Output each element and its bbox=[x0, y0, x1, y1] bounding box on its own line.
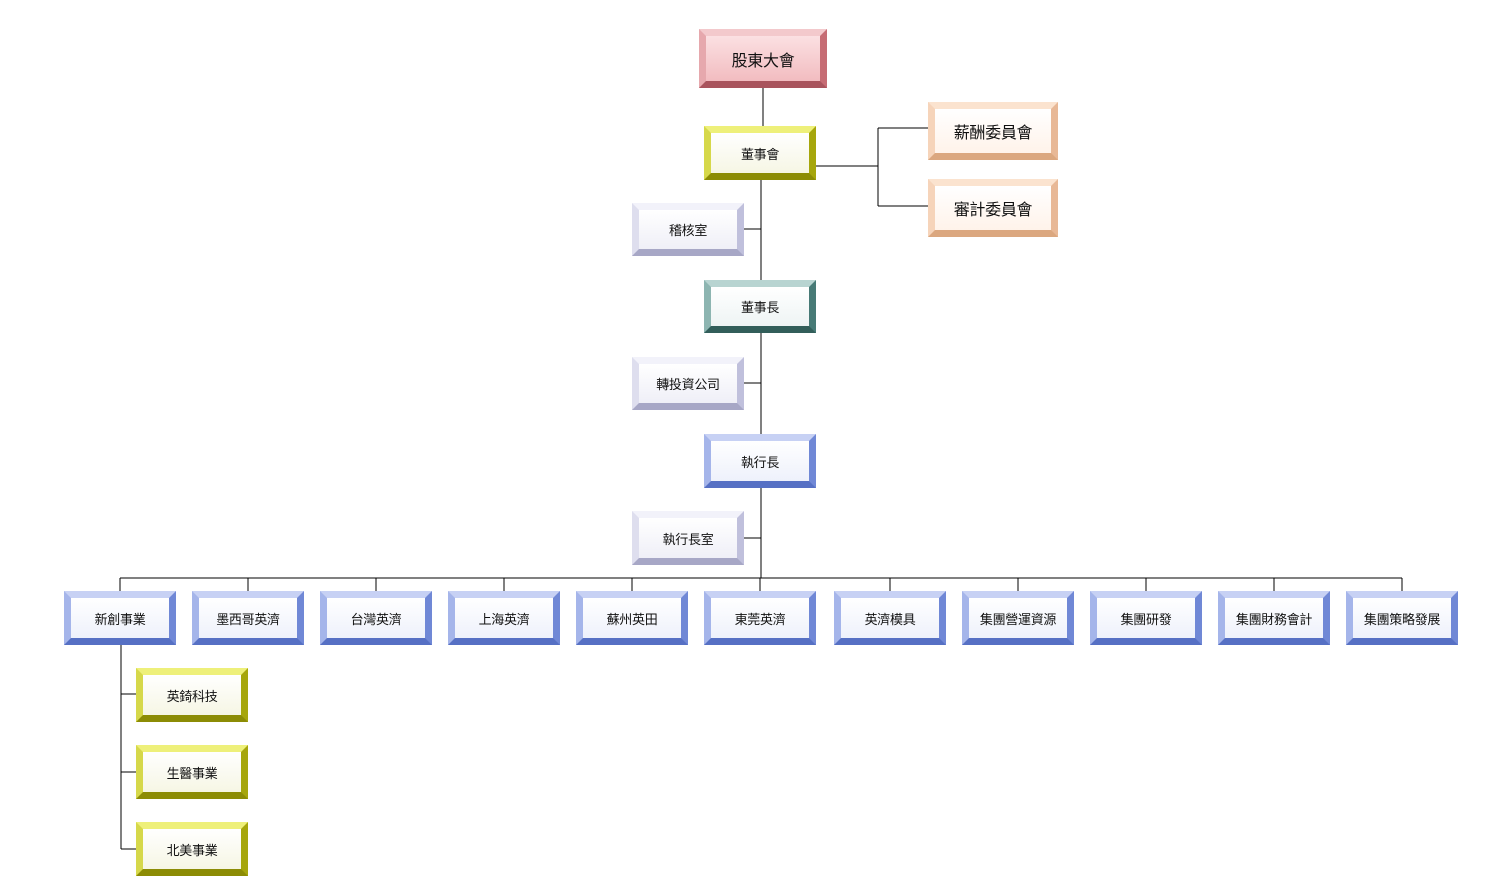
node-division: 上海英濟 bbox=[448, 591, 560, 645]
node-board-of-directors: 董事會 bbox=[704, 126, 816, 180]
node-division: 集團財務會計 bbox=[1218, 591, 1330, 645]
node-division: 英濟模具 bbox=[834, 591, 946, 645]
node-venture: 英錡科技 bbox=[136, 668, 248, 722]
node-division: 墨西哥英濟 bbox=[192, 591, 304, 645]
node-venture: 生醫事業 bbox=[136, 745, 248, 799]
node-audit-committee: 審計委員會 bbox=[928, 179, 1058, 237]
node-division: 集團營運資源 bbox=[962, 591, 1074, 645]
node-division: 集團策略發展 bbox=[1346, 591, 1458, 645]
node-venture: 北美事業 bbox=[136, 822, 248, 876]
node-compensation-committee: 薪酬委員會 bbox=[928, 102, 1058, 160]
node-ceo-office: 執行長室 bbox=[632, 511, 744, 565]
node-investment-company: 轉投資公司 bbox=[632, 357, 744, 410]
node-division: 東莞英濟 bbox=[704, 591, 816, 645]
node-division: 新創事業 bbox=[64, 591, 176, 645]
node-chairman: 董事長 bbox=[704, 280, 816, 333]
node-shareholders-meeting: 股東大會 bbox=[699, 29, 827, 88]
node-division: 集團研發 bbox=[1090, 591, 1202, 645]
node-division: 蘇州英田 bbox=[576, 591, 688, 645]
node-ceo: 執行長 bbox=[704, 434, 816, 488]
node-audit-office: 稽核室 bbox=[632, 203, 744, 256]
node-division: 台灣英濟 bbox=[320, 591, 432, 645]
